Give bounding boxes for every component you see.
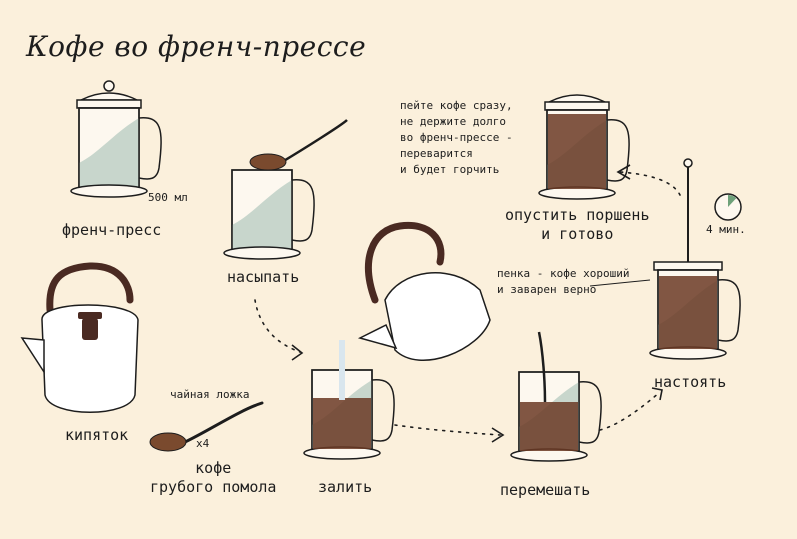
label-step-stir: перемешать	[500, 481, 591, 499]
step-pour-grounds-illustration	[223, 119, 348, 260]
label-volume: 500 мл	[148, 191, 188, 204]
label-step-pour-water: залить	[318, 478, 373, 496]
french-press-illustration	[70, 80, 162, 198]
label-spoon: чайная ложка	[170, 388, 250, 401]
label-time: 4 мин.	[706, 223, 746, 236]
page-title: Кофе во френч-прессе	[26, 30, 367, 63]
label-step-plunge: опустить поршень и готово	[505, 206, 650, 243]
label-drink-note: пейте кофе сразу, не держите долго во фр…	[400, 99, 513, 176]
label-step-steep: настоять	[654, 373, 727, 391]
pouring-kettle-illustration	[357, 221, 491, 361]
label-coffee-type: кофе грубого помола	[150, 459, 277, 496]
kettle-illustration	[20, 262, 139, 413]
foam-pointer	[589, 279, 651, 287]
spoon-illustration	[149, 401, 264, 452]
step-pour-water-illustration	[303, 340, 395, 460]
timer-icon	[714, 193, 742, 221]
label-multiplier: х4	[196, 437, 210, 450]
label-foam-note: пенка - кофе хороший и заварен верно	[497, 267, 630, 296]
step-plunge-illustration	[538, 94, 630, 200]
flow-arrows	[254, 171, 681, 436]
step-stir-illustration	[510, 331, 602, 462]
label-step-pour-grounds: насыпать	[227, 268, 300, 286]
label-press: френч-пресс	[62, 221, 162, 239]
arrow-heads	[291, 164, 663, 443]
label-kettle: кипяток	[65, 426, 129, 444]
step-steep-illustration	[649, 158, 741, 360]
